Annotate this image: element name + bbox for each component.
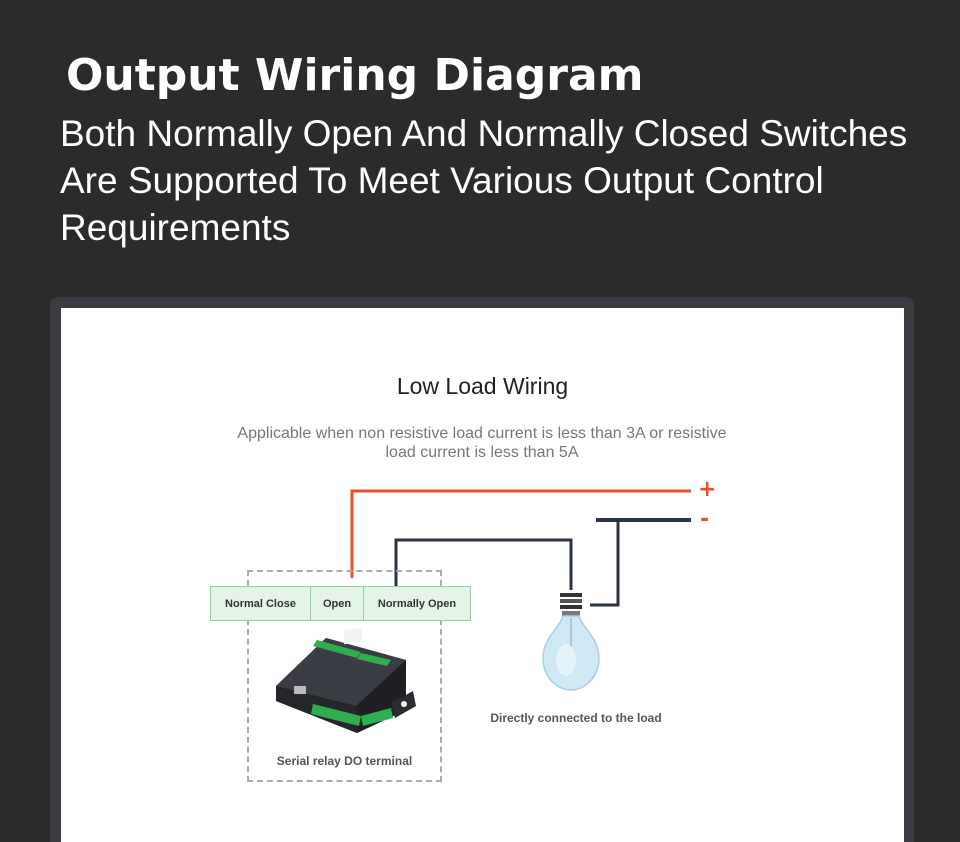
diagram-description: Applicable when non resistive load curre… (237, 425, 727, 461)
load-label: Directly connected to the load (490, 711, 662, 725)
bulb-return-wire (590, 520, 620, 607)
terminal-normal-close: Normal Close (211, 587, 311, 620)
device-boundary (247, 570, 442, 782)
light-bulb-icon (542, 593, 600, 691)
diagram-panel: Low Load Wiring Applicable when non resi… (61, 308, 904, 842)
device-label: Serial relay DO terminal (276, 754, 413, 768)
relay-device-icon (276, 627, 416, 733)
positive-terminal-label: + (698, 477, 717, 502)
negative-wire (394, 538, 573, 590)
page-title: Output Wiring Diagram (66, 50, 644, 101)
page-subtitle: Both Normally Open And Normally Closed S… (60, 113, 908, 248)
wiring-svg (276, 489, 691, 733)
terminal-normally-open: Normally Open (377, 597, 457, 610)
terminal-open: Open (311, 587, 364, 620)
positive-wire (350, 489, 691, 578)
terminal-block: Normal Close Open Normally Open (210, 586, 471, 621)
diagram-title: Low Load Wiring (396, 373, 569, 399)
negative-terminal-label: - (700, 507, 710, 532)
